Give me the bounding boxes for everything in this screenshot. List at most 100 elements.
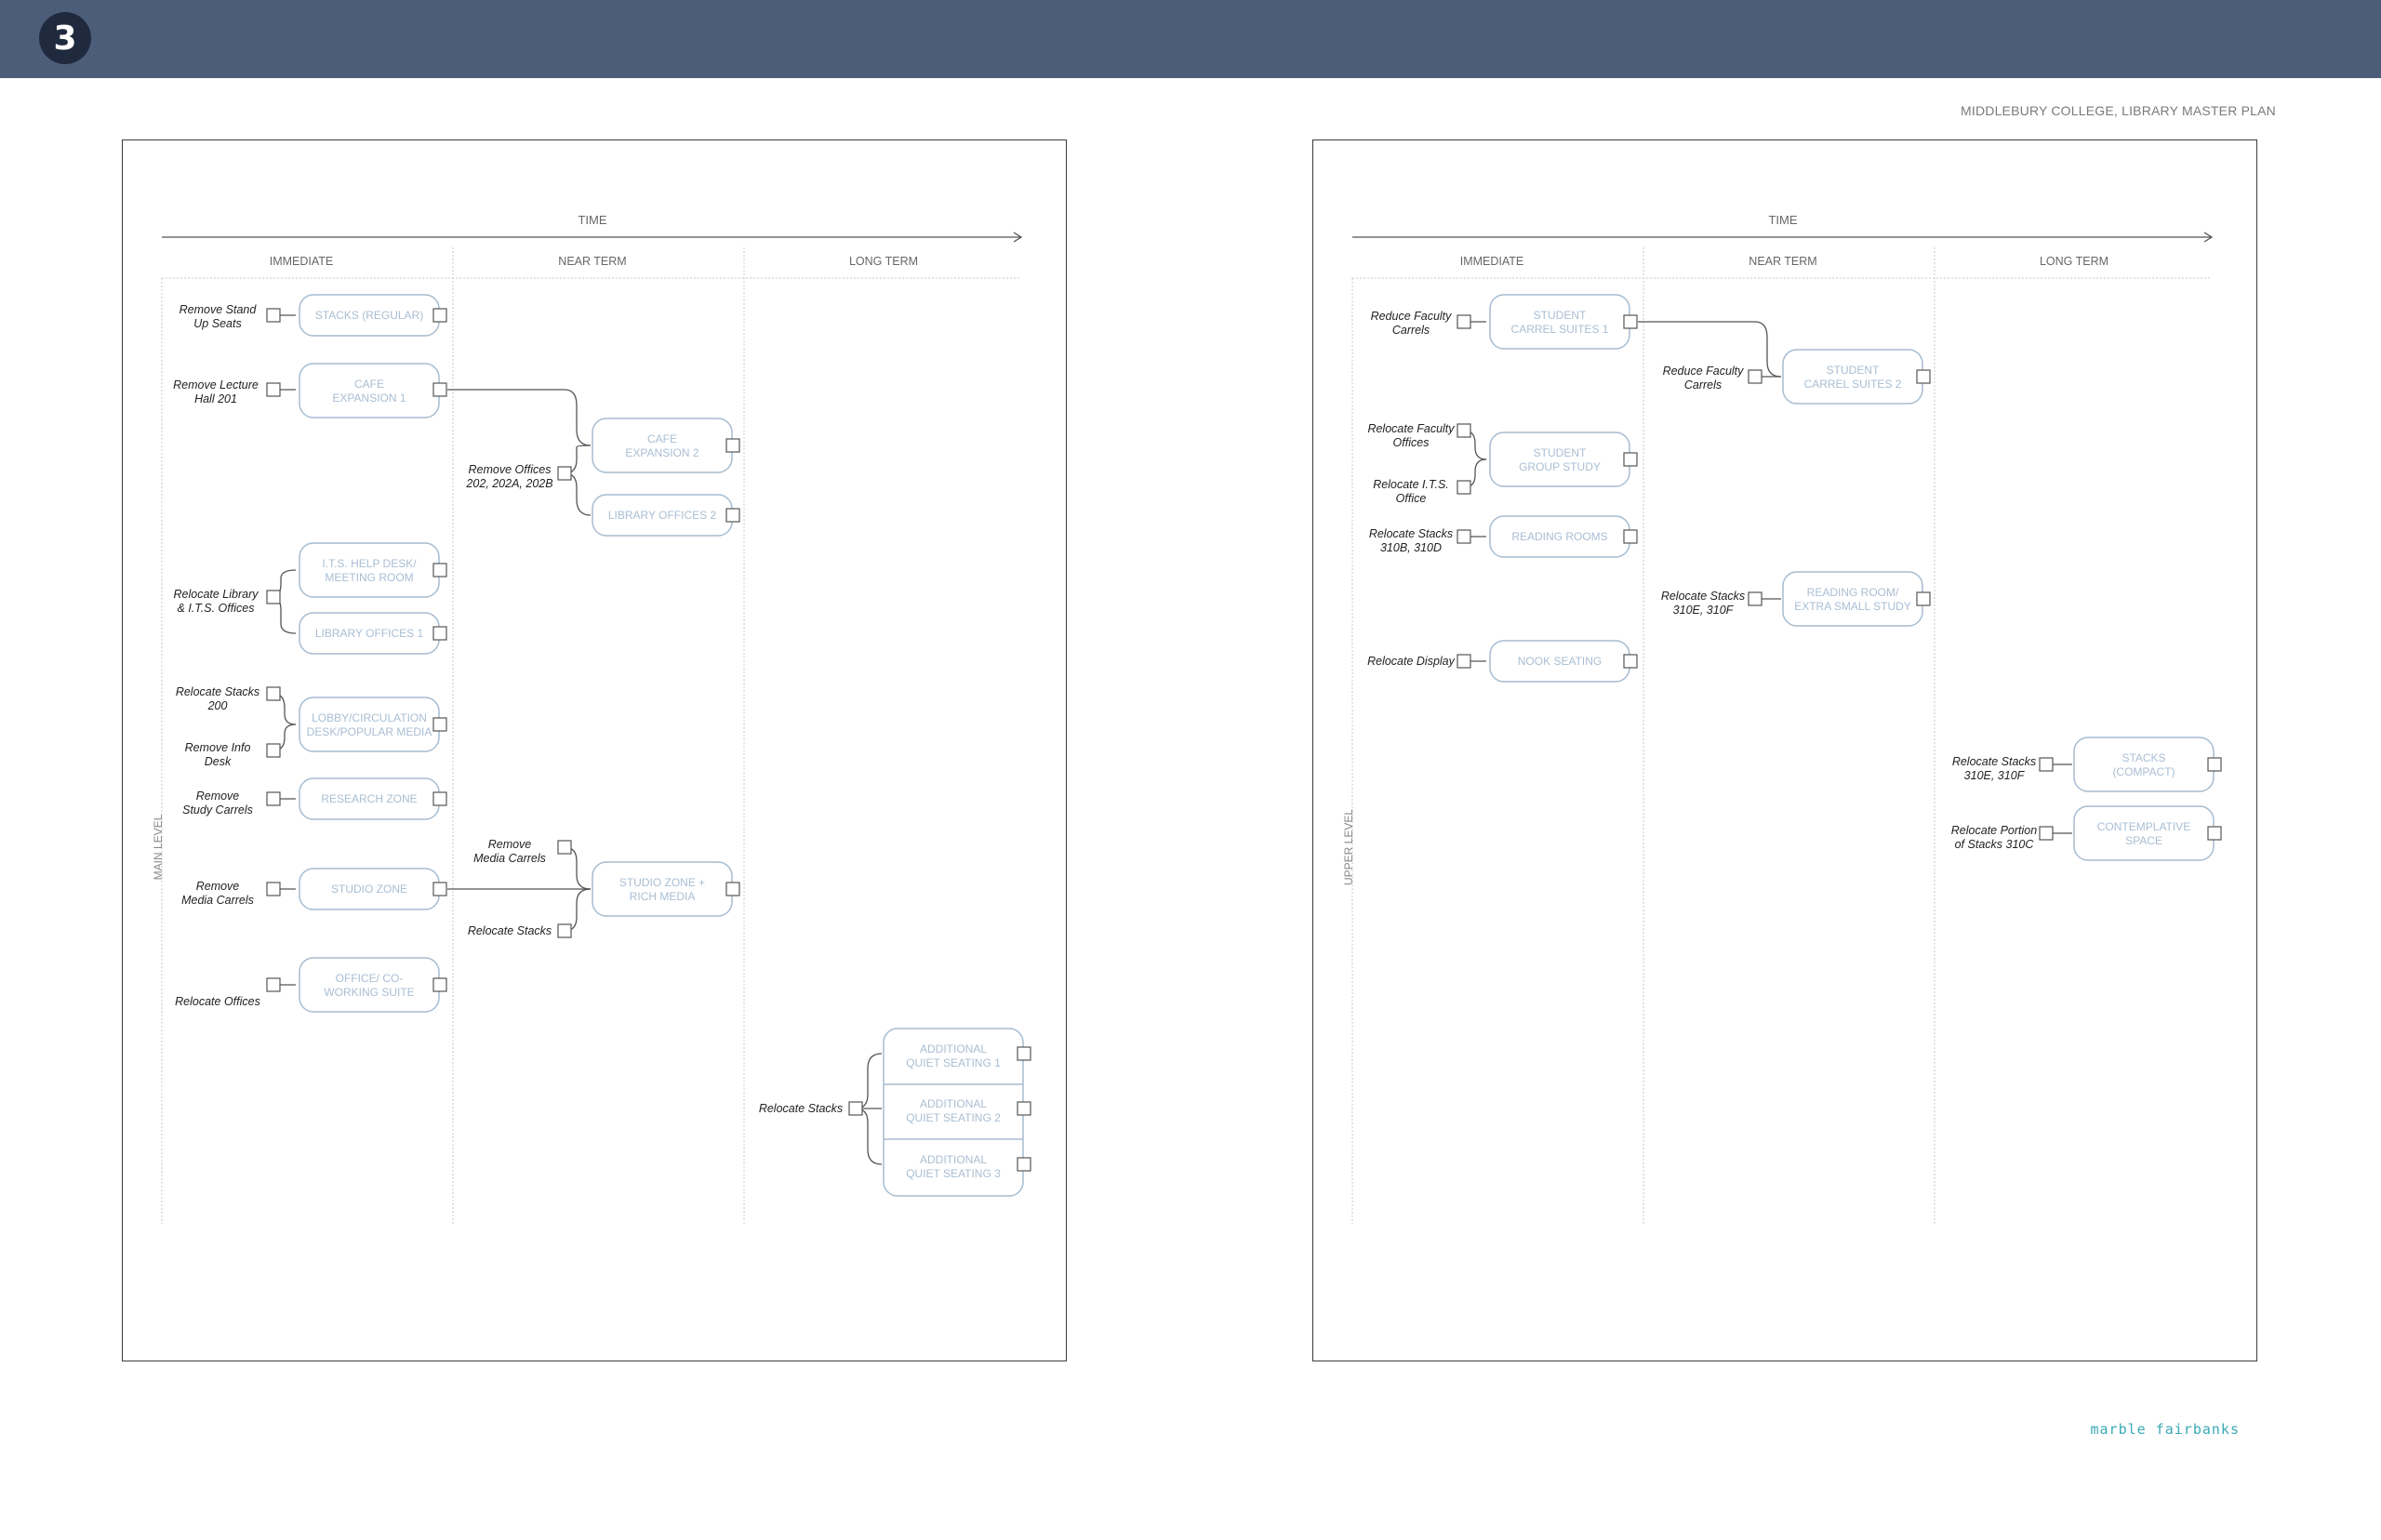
column-header-immediate: IMMEDIATE (270, 255, 334, 268)
node-checkbox[interactable] (1623, 654, 1638, 669)
node-label: DESK/POPULAR MEDIA (307, 725, 432, 738)
action-checkbox[interactable] (2039, 757, 2054, 772)
svg-text:Remove Offices: Remove Offices (469, 463, 552, 476)
node-label: SPACE (2125, 834, 2162, 847)
node-label: QUIET SEATING 2 (906, 1111, 1001, 1124)
action-remove-offices-202: Remove Offices 202, 202A, 202B (465, 463, 552, 490)
action-checkbox[interactable] (266, 882, 281, 896)
svg-text:Hall 201: Hall 201 (194, 392, 237, 405)
svg-text:& I.T.S. Offices: & I.T.S. Offices (178, 602, 255, 615)
node-label: ADDITIONAL (920, 1042, 987, 1055)
node-lobby: LOBBY/CIRCULATION DESK/POPULAR MEDIA (299, 697, 447, 752)
node-label: STACKS (REGULAR) (315, 309, 423, 322)
column-header-immediate: IMMEDIATE (1460, 255, 1524, 268)
node-office-coworking: OFFICE/ CO- WORKING SUITE (299, 957, 447, 1013)
action-checkbox[interactable] (1457, 314, 1471, 329)
node-quiet-seating-group: ADDITIONAL QUIET SEATING 1 ADDITIONAL QU… (883, 1028, 1031, 1197)
svg-text:Offices: Offices (1393, 436, 1430, 449)
node-checkbox[interactable] (432, 882, 447, 896)
action-checkbox[interactable] (266, 686, 281, 701)
node-checkbox[interactable] (1017, 1046, 1031, 1061)
node-contemplative-space: CONTEMPLATIVE SPACE (2073, 805, 2222, 861)
svg-text:Reduce Faculty: Reduce Faculty (1371, 310, 1453, 323)
action-relocate-portion-310c: Relocate Portion of Stacks 310C (1951, 824, 2037, 851)
node-checkbox[interactable] (1623, 452, 1638, 467)
action-remove-lecture-hall: Remove Lecture Hall 201 (173, 378, 259, 405)
node-label: READING ROOM/ (1807, 586, 1899, 599)
node-checkbox[interactable] (432, 791, 447, 806)
action-reduce-faculty-carrels-near: Reduce Faculty Carrels (1663, 365, 1745, 392)
action-relocate-stacks-near: Relocate Stacks (468, 924, 552, 937)
node-checkbox[interactable] (432, 563, 447, 578)
connector-line (855, 1053, 883, 1109)
main-level-diagram: TIME IMMEDIATE NEAR TERM LONG TERM MAIN … (152, 213, 1031, 1224)
column-header-near-term: NEAR TERM (558, 255, 626, 268)
time-axis-arrowhead (1013, 232, 1023, 243)
time-axis-arrowhead (2203, 232, 2214, 243)
node-label: EXPANSION 1 (332, 392, 406, 405)
action-checkbox[interactable] (266, 590, 281, 604)
node-label: CARREL SUITES 2 (1804, 378, 1902, 391)
node-cafe-expansion-2: CAFE EXPANSION 2 (592, 418, 740, 473)
node-checkbox[interactable] (432, 977, 447, 992)
node-label: RESEARCH ZONE (321, 792, 417, 805)
node-cafe-expansion-1: CAFE EXPANSION 1 (299, 363, 447, 418)
action-checkbox[interactable] (557, 923, 572, 938)
node-label: CONTEMPLATIVE (2097, 820, 2190, 833)
node-checkbox[interactable] (1623, 314, 1638, 329)
node-checkbox[interactable] (1017, 1157, 1031, 1172)
action-remove-stand-up-seats: Remove Stand Up Seats (180, 303, 258, 330)
node-label: I.T.S. HELP DESK/ (322, 557, 417, 570)
node-checkbox[interactable] (725, 438, 740, 453)
node-checkbox[interactable] (1623, 529, 1638, 544)
action-relocate-stacks-310e-long: Relocate Stacks 310E, 310F (1952, 755, 2036, 782)
connector-line (855, 1108, 883, 1165)
node-checkbox[interactable] (1017, 1101, 1031, 1116)
node-checkbox[interactable] (725, 508, 740, 523)
svg-text:200: 200 (207, 699, 228, 712)
column-header-near-term: NEAR TERM (1749, 255, 1816, 268)
node-checkbox[interactable] (432, 308, 447, 323)
action-checkbox[interactable] (2039, 826, 2054, 841)
action-checkbox[interactable] (557, 466, 572, 481)
action-checkbox[interactable] (1457, 480, 1471, 495)
action-relocate-stacks-long: Relocate Stacks (759, 1102, 843, 1115)
top-banner: 3 (0, 0, 2381, 78)
node-checkbox[interactable] (2207, 826, 2222, 841)
node-checkbox[interactable] (432, 382, 447, 397)
svg-text:310E, 310F: 310E, 310F (1964, 769, 2026, 782)
node-checkbox[interactable] (1916, 591, 1931, 606)
node-label: ADDITIONAL (920, 1097, 987, 1110)
action-checkbox[interactable] (266, 791, 281, 806)
action-checkbox[interactable] (266, 743, 281, 758)
node-label: GROUP STUDY (1519, 460, 1601, 473)
action-checkbox[interactable] (266, 382, 281, 397)
action-checkbox[interactable] (848, 1101, 863, 1116)
node-label: STUDENT (1534, 446, 1587, 459)
node-label: STUDIO ZONE (331, 883, 407, 896)
svg-text:Remove: Remove (196, 790, 240, 803)
node-label: OFFICE/ CO- (336, 972, 404, 985)
node-checkbox[interactable] (2207, 757, 2222, 772)
action-checkbox[interactable] (557, 840, 572, 855)
node-stacks-regular: STACKS (REGULAR) (299, 294, 447, 337)
node-checkbox[interactable] (432, 717, 447, 732)
svg-text:Relocate Stacks: Relocate Stacks (1661, 590, 1745, 603)
svg-text:Remove: Remove (488, 838, 532, 851)
svg-text:310E, 310F: 310E, 310F (1673, 604, 1735, 617)
action-checkbox[interactable] (1457, 529, 1471, 544)
action-checkbox[interactable] (1457, 654, 1471, 669)
node-checkbox[interactable] (1916, 369, 1931, 384)
node-checkbox[interactable] (432, 626, 447, 641)
action-checkbox[interactable] (1748, 591, 1762, 606)
action-checkbox[interactable] (1457, 423, 1471, 438)
svg-text:Study Carrels: Study Carrels (182, 803, 253, 816)
action-checkbox[interactable] (266, 308, 281, 323)
action-checkbox[interactable] (266, 977, 281, 992)
action-checkbox[interactable] (1748, 369, 1762, 384)
svg-text:Remove Lecture: Remove Lecture (173, 378, 259, 392)
node-checkbox[interactable] (725, 882, 740, 896)
node-carrel-suites-1: STUDENT CARREL SUITES 1 (1489, 294, 1638, 350)
node-label: EXPANSION 2 (625, 446, 698, 459)
node-label: ADDITIONAL (920, 1153, 987, 1166)
